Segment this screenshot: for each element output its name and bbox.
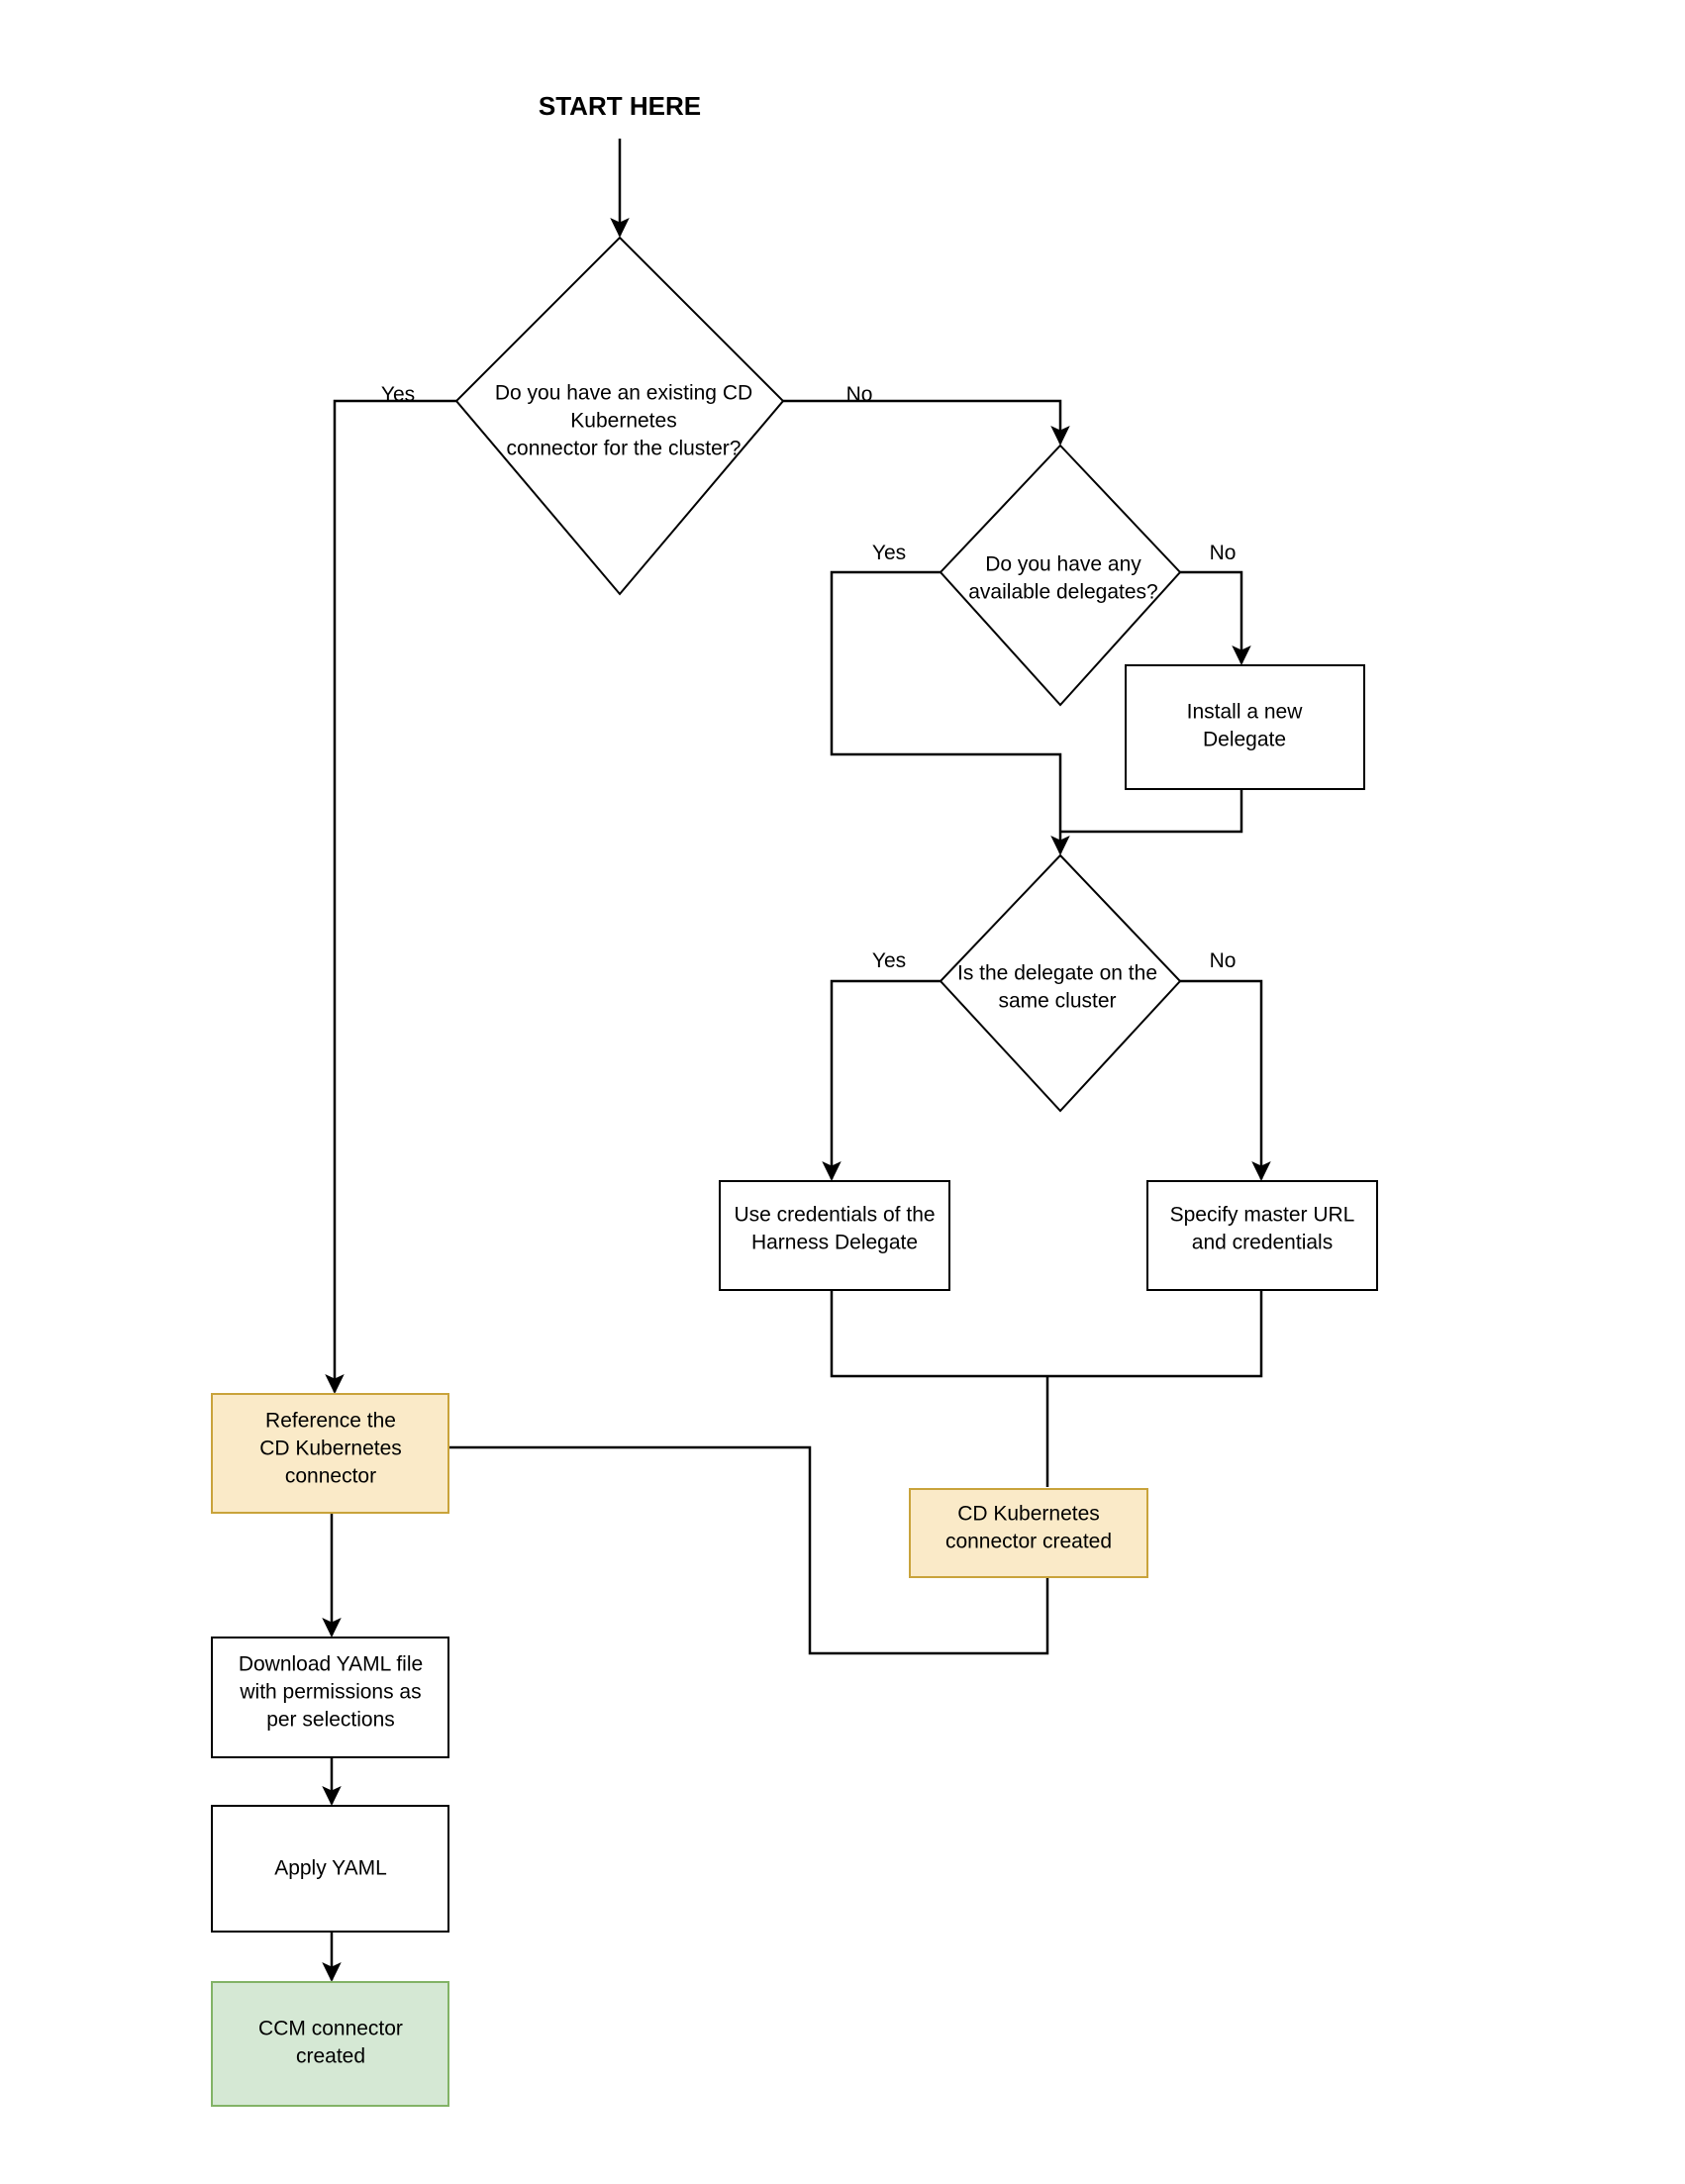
box-use-harness-delegate-credentials-line2: Harness Delegate: [751, 1232, 918, 1254]
decision-available-delegates[interactable]: Do you have any available delegates?: [939, 444, 1182, 707]
box-cd-connector-created-line2: connector created: [945, 1531, 1112, 1553]
box-download-yaml-line1: Download YAML file: [239, 1653, 423, 1676]
box-reference-cd-connector-line2: CD Kubernetes: [259, 1438, 402, 1460]
box-apply-yaml-line1: Apply YAML: [274, 1857, 387, 1880]
decision-existing-cd-connector-line1: Do you have an existing CD: [495, 382, 752, 405]
edge-install-to-merge: [1060, 789, 1243, 834]
box-install-new-delegate-line2: Delegate: [1203, 729, 1286, 751]
decision-available-delegates-line1: Do you have any: [985, 553, 1141, 576]
box-reference-cd-connector-line1: Reference the: [265, 1410, 396, 1433]
box-specify-master-url-line2: and credentials: [1192, 1232, 1333, 1254]
box-cd-connector-created-line1: CD Kubernetes: [957, 1503, 1100, 1526]
edge-label-d2-no: No: [1210, 542, 1237, 564]
box-use-harness-delegate-credentials[interactable]: Use credentials of the Harness Delegate: [719, 1180, 950, 1291]
box-reference-cd-connector[interactable]: Reference the CD Kubernetes connector: [211, 1393, 449, 1514]
box-install-new-delegate-line1: Install a new: [1187, 701, 1304, 724]
box-ccm-connector-created[interactable]: CCM connector created: [211, 1981, 449, 2107]
edge-d3-no: [1180, 979, 1271, 1182]
box-install-new-delegate[interactable]: Install a new Delegate: [1125, 664, 1365, 790]
box-specify-master-url[interactable]: Specify master URL and credentials: [1146, 1180, 1378, 1291]
box-apply-yaml[interactable]: Apply YAML: [211, 1805, 449, 1933]
decision-existing-cd-connector-line2: Kubernetes: [570, 410, 676, 433]
box-cd-connector-created[interactable]: CD Kubernetes connector created: [909, 1488, 1148, 1578]
edge-d1-yes: [325, 399, 456, 1395]
edge-d3-yes: [822, 979, 941, 1182]
decision-delegate-same-cluster[interactable]: Is the delegate on the same cluster: [939, 853, 1182, 1113]
edge-d1-no: [783, 399, 1070, 447]
edge-master-merge: [1047, 1290, 1263, 1378]
edge-label-d2-yes: Yes: [872, 542, 906, 564]
decision-delegate-same-cluster-line1: Is the delegate on the: [957, 962, 1157, 985]
box-download-yaml-line2: with permissions as: [239, 1681, 421, 1704]
edge-d2-yes: [830, 570, 1070, 856]
box-ccm-connector-created-line2: created: [296, 2045, 365, 2068]
edge-label-d1-yes: Yes: [381, 383, 415, 406]
box-download-yaml-line3: per selections: [266, 1709, 395, 1732]
decision-available-delegates-line2: available delegates?: [968, 581, 1157, 604]
box-use-harness-delegate-credentials-line1: Use credentials of the: [734, 1204, 935, 1227]
box-download-yaml[interactable]: Download YAML file with permissions as p…: [211, 1637, 449, 1758]
edge-label-d1-no: No: [846, 383, 873, 406]
box-specify-master-url-line1: Specify master URL: [1170, 1204, 1355, 1227]
edge-label-d3-yes: Yes: [872, 949, 906, 972]
decision-delegate-same-cluster-line2: same cluster: [998, 990, 1116, 1013]
edge-d2-no: [1180, 570, 1251, 666]
decision-existing-cd-connector-line3: connector for the cluster?: [507, 438, 742, 460]
box-reference-cd-connector-line3: connector: [285, 1465, 376, 1488]
box-ccm-connector-created-line1: CCM connector: [258, 2018, 403, 2040]
start-here-label: START HERE: [539, 91, 701, 121]
edge-cdcreated-to-reference: [338, 1438, 1049, 1655]
edge-label-d3-no: No: [1210, 949, 1237, 972]
decision-existing-cd-connector[interactable]: Do you have an existing CD Kubernetes co…: [454, 236, 785, 596]
edge-creds-merge: [830, 1290, 1047, 1378]
